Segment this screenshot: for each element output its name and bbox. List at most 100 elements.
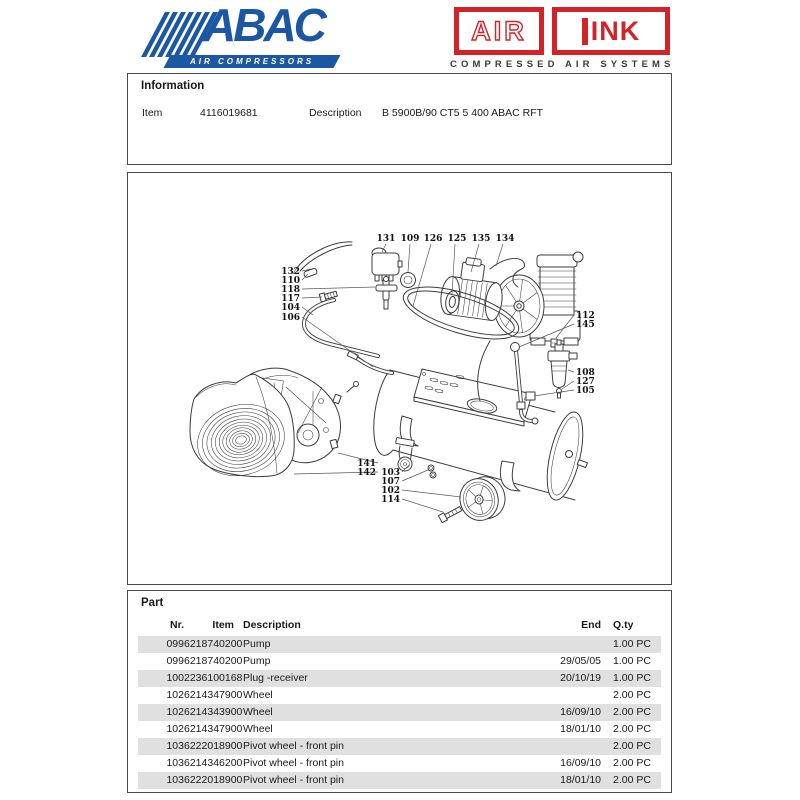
table-cell: Pivot wheel - front pin — [243, 757, 344, 769]
table-cell: 099 — [166, 638, 184, 650]
table-cell: 16/09/10 — [560, 757, 601, 769]
callout-103: 103 — [381, 468, 400, 478]
axle-bolt — [437, 506, 463, 524]
table-cell: 6214347900 — [184, 723, 243, 735]
table-cell: Pump — [243, 655, 271, 667]
table-cell: Plug -receiver — [243, 672, 308, 684]
caster-wheel — [395, 437, 415, 472]
table-cell: Wheel — [243, 706, 273, 718]
abac-logo: ABAC ★ AIR COMPRESSORS — [141, 0, 341, 70]
table-cell: 20/10/19 — [560, 672, 601, 684]
tank-platform — [413, 368, 533, 427]
table-cell: 2.00 PC — [613, 774, 651, 786]
callout-134: 134 — [496, 234, 515, 244]
column-header-qty: Q.ty — [613, 619, 634, 631]
table-cell: 102 — [166, 706, 184, 718]
pump-unit — [529, 251, 584, 348]
callout-114: 114 — [381, 495, 400, 505]
table-cell: 2.00 PC — [613, 757, 651, 769]
pipe-assembly — [510, 342, 539, 425]
table-cell: 6222018900 — [184, 740, 243, 752]
airlink-logo: AIR INK COMPRESSED AIR SYSTEMS — [450, 5, 675, 70]
tank-cable — [477, 340, 491, 402]
airlink-l-bar — [581, 17, 588, 45]
callout-102: 102 — [381, 486, 400, 496]
caster-nuts — [427, 464, 437, 479]
table-cell: 102 — [166, 689, 184, 701]
table-cell: Pivot wheel - front pin — [243, 740, 344, 752]
item-label: Item — [142, 107, 163, 119]
callout-118: 118 — [281, 285, 300, 295]
star-icon: ★ — [265, 33, 282, 53]
table-cell: 103 — [166, 740, 184, 752]
flywheel — [493, 274, 545, 338]
callout-117: 117 — [281, 294, 300, 304]
callout-106: 106 — [281, 313, 300, 323]
table-cell: 6214343900 — [184, 706, 243, 718]
callout-126: 126 — [424, 234, 443, 244]
column-header-nr: Nr. — [169, 619, 184, 631]
table-cell: 100 — [166, 672, 184, 684]
table-cell: Wheel — [243, 723, 273, 735]
airlink-air-text: AIR — [471, 15, 527, 46]
table-cell: 6214346200 — [184, 757, 243, 769]
callout-141: 141 — [357, 459, 376, 469]
table-header-row: Nr. Item Description End Q.ty — [138, 617, 661, 634]
table-cell: 6218740200 — [184, 638, 243, 650]
table-cell: 18/01/10 — [560, 723, 601, 735]
table-cell: 29/05/05 — [560, 655, 601, 667]
pressure-switch — [371, 247, 403, 282]
table-cell: 103 — [166, 757, 184, 769]
table-cell: 103 — [166, 774, 184, 786]
table-cell: 2.00 PC — [613, 740, 651, 752]
cable-132 — [292, 241, 353, 275]
table-cell: 2236100168 — [184, 672, 243, 684]
diagram-box: 131 109 126 125 135 134 132 110 118 117 … — [127, 172, 672, 585]
callout-142: 142 — [357, 468, 376, 478]
callout-110: 110 — [281, 276, 300, 286]
airlink-ink-text: INK — [590, 15, 641, 46]
table-cell: 2.00 PC — [613, 723, 651, 735]
table-cell: 16/09/10 — [560, 706, 601, 718]
table-cell: 1.00 PC — [613, 638, 651, 650]
table-cell: 18/01/10 — [560, 774, 601, 786]
callout-labels: 131 109 126 125 135 134 132 110 118 117 … — [281, 234, 595, 505]
item-value: 4116019681 — [200, 107, 258, 119]
description-label: Description — [309, 107, 362, 119]
guard-screw — [346, 381, 359, 393]
airlink-ink-box: INK — [552, 7, 670, 55]
table-cell: Pump — [243, 638, 271, 650]
parts-diagram: 131 109 126 125 135 134 132 110 118 117 … — [189, 234, 595, 524]
table-cell: 1.00 PC — [613, 655, 651, 667]
column-header-end: End — [581, 619, 601, 631]
table-cell: 099 — [166, 655, 184, 667]
motor-cable — [489, 257, 526, 288]
column-header-description: Description — [243, 619, 301, 631]
pipe-106 — [346, 350, 394, 375]
table-cell: 102 — [166, 723, 184, 735]
table-cell: 6214347900 — [184, 689, 243, 701]
pipe-104 — [301, 298, 380, 358]
callout-109: 109 — [401, 234, 420, 244]
callout-145: 145 — [576, 320, 595, 330]
airlink-tagline: COMPRESSED AIR SYSTEMS — [450, 59, 675, 70]
column-header-item: Item — [212, 619, 234, 631]
tank-strap-rear — [499, 460, 521, 492]
callout-132: 132 — [281, 267, 300, 277]
part-title: Part — [141, 597, 164, 609]
table-cell: 6218740200 — [184, 655, 243, 667]
leader-lines — [293, 243, 575, 513]
cross-fitting — [375, 276, 398, 310]
